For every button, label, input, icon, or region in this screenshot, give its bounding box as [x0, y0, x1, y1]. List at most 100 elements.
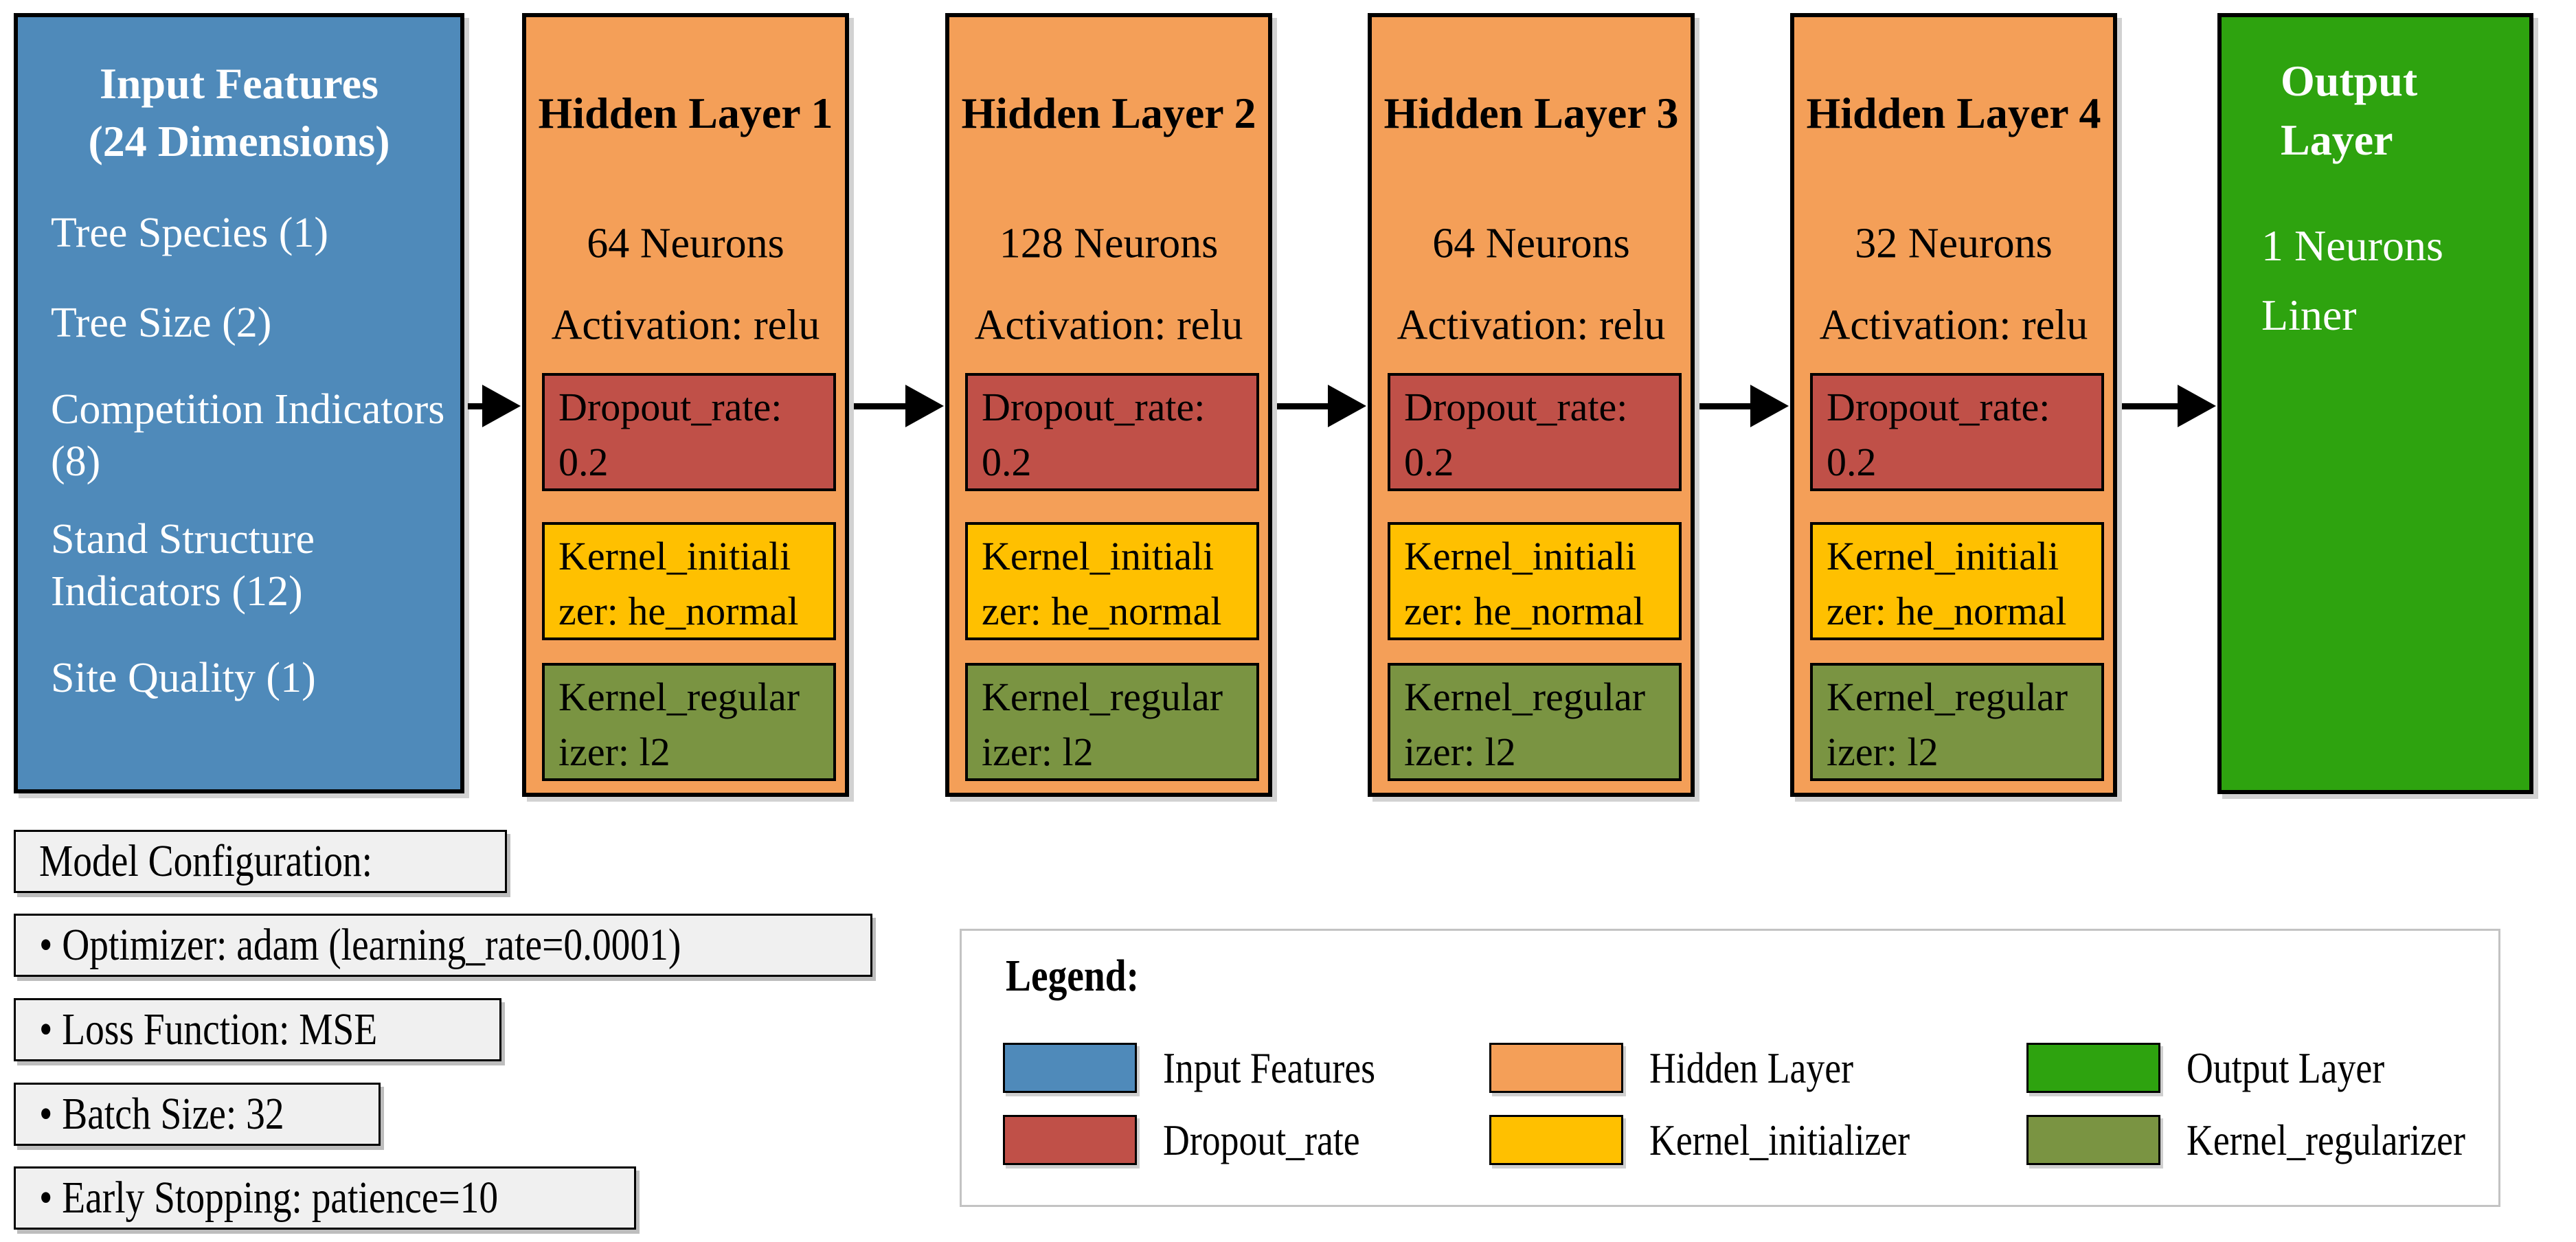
kernel-initializer-line1: Kernel_initiali — [558, 533, 791, 578]
legend-entry: Dropout_rate — [1003, 1115, 1397, 1165]
config-title-text: Model Configuration: — [39, 836, 373, 886]
hidden-layer-3-activation: Activation: relu — [1397, 302, 1666, 349]
legend-swatch-input-features — [1003, 1043, 1137, 1093]
kernel-initializer-line1: Kernel_initiali — [1404, 533, 1637, 578]
legend-label: Output Layer — [2187, 1043, 2385, 1092]
legend-entry: Input Features — [1003, 1043, 1416, 1093]
dropout-rate-line1: Dropout_rate: — [1404, 385, 1628, 430]
dropout-rate-line2: 0.2 — [558, 440, 609, 485]
kernel-regularizer-line2: izer: l2 — [982, 730, 1094, 775]
kernel-initializer-line2: zer: he_normal — [1404, 588, 1645, 633]
config-earlystop-box: • Early Stopping: patience=10 — [14, 1166, 636, 1230]
kernel-regularizer-box: Kernel_regular izer: l2 — [965, 663, 1259, 782]
input-features-title-line1: Input Features — [100, 59, 379, 108]
output-layer-neurons: 1 Neurons — [2261, 221, 2443, 270]
legend-label: Dropout_rate — [1163, 1115, 1360, 1164]
kernel-regularizer-line1: Kernel_regular — [982, 675, 1223, 720]
kernel-initializer-line2: zer: he_normal — [982, 588, 1222, 633]
input-features-box: Input Features (24 Dimensions) Tree Spec… — [14, 13, 464, 793]
config-batch-box: • Batch Size: 32 — [14, 1083, 381, 1146]
dropout-rate-line1: Dropout_rate: — [1827, 385, 2050, 430]
hidden-layer-2-box: Hidden Layer 2 128 Neurons Activation: r… — [945, 13, 1272, 797]
input-feature-item: Competition Indicators (8) — [51, 386, 445, 486]
legend-entry: Kernel_initializer — [1489, 1115, 1959, 1165]
kernel-initializer-box: Kernel_initiali zer: he_normal — [1388, 521, 1682, 640]
hidden-layer-4-box: Hidden Layer 4 32 Neurons Activation: re… — [1790, 13, 2117, 797]
kernel-regularizer-line1: Kernel_regular — [1404, 675, 1646, 720]
kernel-regularizer-line1: Kernel_regular — [558, 675, 800, 720]
kernel-regularizer-box: Kernel_regular izer: l2 — [542, 663, 836, 782]
kernel-regularizer-box: Kernel_regular izer: l2 — [1810, 663, 2104, 782]
kernel-regularizer-line1: Kernel_regular — [1827, 675, 2068, 720]
hidden-layer-2-title: Hidden Layer 2 — [961, 88, 1256, 137]
arrow-right-icon — [2119, 385, 2216, 427]
legend-label: Hidden Layer — [1649, 1043, 1854, 1092]
legend-label: Input Features — [1163, 1043, 1376, 1092]
dropout-rate-box: Dropout_rate: 0.2 — [542, 373, 836, 491]
config-title-box: Model Configuration: — [14, 830, 507, 893]
dropout-rate-line1: Dropout_rate: — [982, 385, 1206, 430]
legend-swatch-kernel-initializer — [1489, 1115, 1623, 1165]
config-loss-box: • Loss Function: MSE — [14, 998, 501, 1061]
output-layer-title-line2: Layer — [2281, 115, 2393, 164]
kernel-initializer-box: Kernel_initiali zer: he_normal — [542, 521, 836, 640]
input-feature-item: Tree Size (2) — [51, 300, 272, 347]
kernel-initializer-line1: Kernel_initiali — [982, 533, 1214, 578]
legend-entry: Hidden Layer — [1489, 1043, 1893, 1093]
legend-title: Legend: — [1006, 951, 1140, 1001]
legend-swatch-hidden-layer — [1489, 1043, 1623, 1093]
input-feature-item: Site Quality (1) — [51, 655, 316, 702]
hidden-layer-1-neurons: 64 Neurons — [587, 220, 784, 267]
input-features-title-line2: (24 Dimensions) — [88, 117, 390, 166]
legend-swatch-output-layer — [2026, 1043, 2160, 1093]
hidden-layer-2-neurons: 128 Neurons — [999, 220, 1219, 267]
config-batch-text: • Batch Size: 32 — [39, 1089, 284, 1139]
legend-entry: Output Layer — [2026, 1043, 2422, 1093]
kernel-regularizer-line2: izer: l2 — [1404, 730, 1516, 775]
legend-swatch-dropout-rate — [1003, 1115, 1137, 1165]
dropout-rate-line2: 0.2 — [1827, 440, 1877, 485]
output-layer-activation: Liner — [2261, 291, 2357, 340]
config-optimizer-text: • Optimizer: adam (learning_rate=0.0001) — [39, 920, 681, 970]
kernel-initializer-line2: zer: he_normal — [558, 588, 799, 633]
legend-label: Kernel_regularizer — [2187, 1115, 2465, 1164]
legend-label: Kernel_initializer — [1649, 1115, 1910, 1164]
hidden-layer-3-title: Hidden Layer 3 — [1383, 88, 1679, 137]
hidden-layer-3-neurons: 64 Neurons — [1432, 220, 1630, 267]
dropout-rate-box: Dropout_rate: 0.2 — [1810, 373, 2104, 491]
legend-box: Legend: Input Features Hidden Layer Outp… — [960, 929, 2500, 1207]
kernel-regularizer-line2: izer: l2 — [1827, 730, 1939, 775]
dropout-rate-box: Dropout_rate: 0.2 — [1388, 373, 1682, 491]
kernel-initializer-box: Kernel_initiali zer: he_normal — [1810, 521, 2104, 640]
output-layer-box: Output Layer 1 Neurons Liner — [2217, 13, 2533, 794]
kernel-initializer-box: Kernel_initiali zer: he_normal — [965, 521, 1259, 640]
kernel-initializer-line1: Kernel_initiali — [1827, 533, 2059, 578]
kernel-regularizer-box: Kernel_regular izer: l2 — [1388, 663, 1682, 782]
kernel-initializer-line2: zer: he_normal — [1827, 588, 2067, 633]
config-earlystop-text: • Early Stopping: patience=10 — [39, 1173, 499, 1223]
arrow-right-icon — [1697, 385, 1789, 427]
hidden-layer-1-title: Hidden Layer 1 — [538, 88, 833, 137]
dropout-rate-box: Dropout_rate: 0.2 — [965, 373, 1259, 491]
arrow-right-icon — [1274, 385, 1366, 427]
hidden-layer-1-box: Hidden Layer 1 64 Neurons Activation: re… — [522, 13, 849, 797]
dropout-rate-line2: 0.2 — [1404, 440, 1454, 485]
hidden-layer-3-box: Hidden Layer 3 64 Neurons Activation: re… — [1368, 13, 1695, 797]
input-features-title: Input Features (24 Dimensions) — [18, 55, 460, 170]
hidden-layer-2-activation: Activation: relu — [974, 302, 1243, 349]
dropout-rate-line1: Dropout_rate: — [558, 385, 782, 430]
hidden-layer-4-neurons: 32 Neurons — [1855, 220, 2053, 267]
hidden-layer-1-activation: Activation: relu — [551, 302, 820, 349]
hidden-layer-4-activation: Activation: relu — [1819, 302, 2088, 349]
config-optimizer-box: • Optimizer: adam (learning_rate=0.0001) — [14, 914, 872, 977]
arrow-right-icon — [852, 385, 944, 427]
arrow-right-icon — [468, 385, 521, 427]
output-layer-title-line1: Output — [2281, 56, 2418, 105]
kernel-regularizer-line2: izer: l2 — [558, 730, 670, 775]
input-feature-item: Tree Species (1) — [51, 209, 329, 256]
config-loss-text: • Loss Function: MSE — [39, 1004, 378, 1054]
legend-entry: Kernel_regularizer — [2026, 1115, 2518, 1165]
input-feature-item: Stand Structure Indicators (12) — [51, 516, 315, 616]
legend-swatch-kernel-regularizer — [2026, 1115, 2160, 1165]
